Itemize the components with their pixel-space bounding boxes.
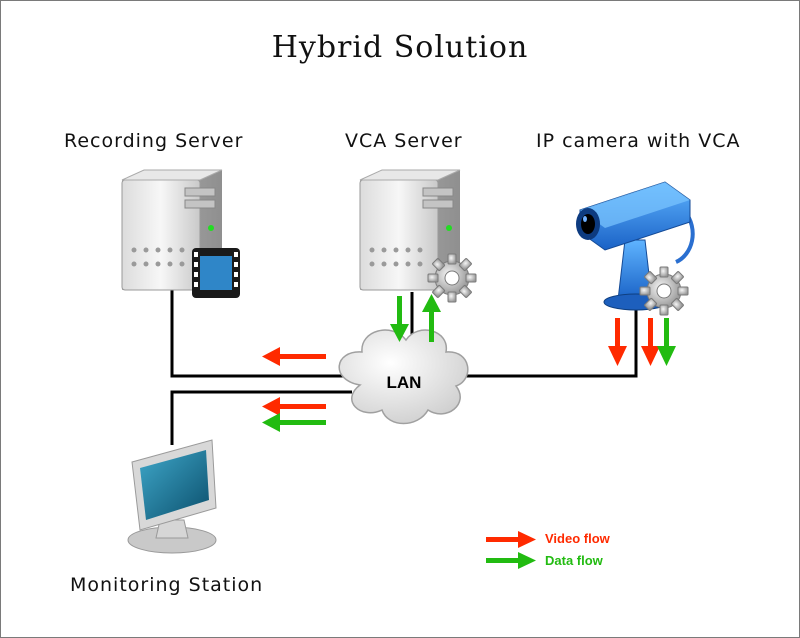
legend-data-flow-arrow	[486, 552, 536, 569]
video-flow-arrow-to-recording	[262, 347, 326, 366]
data-flow-arrow-down-to-vca	[390, 296, 409, 342]
lan-cloud: LAN	[338, 329, 469, 425]
monitoring-station-label: Monitoring Station	[70, 574, 264, 596]
film-icon	[192, 248, 240, 298]
video-flow-arrow-to-monitoring	[262, 397, 326, 416]
vca-server-label: VCA Server	[345, 130, 463, 152]
flow-arrows	[262, 294, 676, 432]
video-flow-arrow-camera-1	[608, 318, 627, 366]
legend-video-flow-arrow	[486, 531, 536, 548]
legend	[486, 531, 536, 569]
vca-server-icon	[359, 169, 461, 291]
data-flow-arrow-up-from-vca	[422, 294, 441, 342]
monitoring-station-icon	[127, 439, 217, 554]
video-flow-arrow-camera-2	[641, 318, 660, 366]
camera-gear-icon	[639, 266, 689, 316]
data-flow-arrow-to-monitoring	[262, 413, 326, 432]
legend-video-flow-label: Video flow	[545, 531, 610, 546]
diagram-title: Hybrid Solution	[271, 30, 529, 65]
data-flow-arrow-camera	[657, 318, 676, 366]
ip-camera-icon	[576, 181, 695, 311]
network-lines	[170, 288, 638, 445]
gear-icon	[427, 253, 477, 303]
monitoring-station-link	[170, 390, 352, 445]
ip-camera-label: IP camera with VCA	[536, 130, 741, 152]
legend-data-flow-label: Data flow	[545, 553, 603, 568]
ip-camera-link	[455, 305, 638, 378]
lan-label: LAN	[387, 373, 422, 392]
recording-server-label: Recording Server	[64, 130, 244, 152]
recording-server-link	[170, 288, 352, 378]
